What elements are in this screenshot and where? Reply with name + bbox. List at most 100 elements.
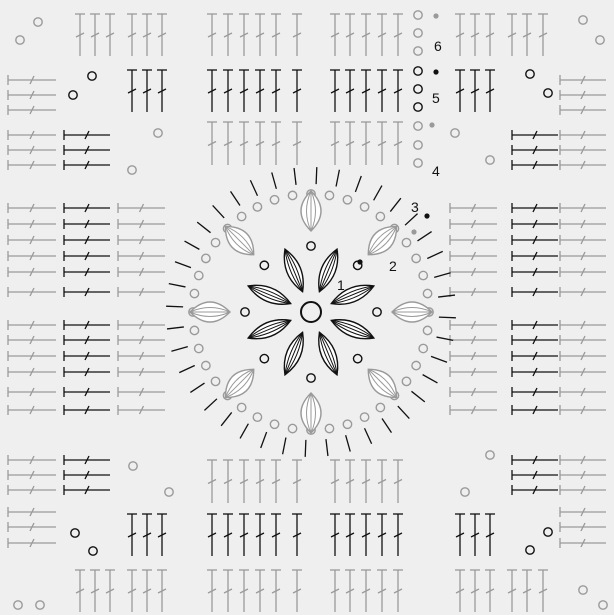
row-number-4: 4: [432, 163, 440, 179]
double-crochet-icon: [485, 70, 495, 112]
double-crochet-icon: [118, 251, 165, 261]
single-crochet-icon: [213, 205, 225, 217]
double-crochet-icon: [157, 514, 167, 556]
chain-icon: [288, 424, 296, 432]
double-crochet-icon: [560, 335, 606, 345]
double-crochet-icon: [522, 570, 532, 612]
double-crochet-icon: [271, 70, 281, 112]
double-crochet-icon: [64, 130, 110, 140]
chain-icon: [423, 326, 431, 334]
double-crochet-icon: [393, 570, 403, 612]
double-crochet-icon: [105, 570, 115, 612]
single-crochet-icon: [169, 284, 186, 287]
double-crochet-icon: [512, 145, 558, 155]
single-crochet-icon: [250, 180, 257, 195]
slip-stitch-icon: [433, 69, 438, 74]
single-crochet-icon: [398, 406, 410, 418]
chain-icon: [414, 67, 422, 75]
double-crochet-icon: [64, 235, 110, 245]
single-crochet-icon: [405, 214, 417, 226]
double-crochet-icon: [8, 160, 56, 170]
double-crochet-icon: [393, 122, 403, 165]
chain-icon: [402, 238, 410, 246]
double-crochet-icon: [8, 470, 56, 480]
double-crochet-icon: [255, 14, 265, 56]
double-crochet-icon: [255, 460, 265, 503]
double-crochet-icon: [157, 70, 167, 112]
double-crochet-icon: [560, 470, 606, 480]
double-crochet-icon: [271, 514, 281, 556]
double-crochet-icon: [118, 287, 165, 297]
double-crochet-icon: [8, 320, 56, 330]
single-crochet-icon: [326, 439, 328, 456]
double-crochet-icon: [470, 514, 480, 556]
double-crochet-icon: [560, 387, 606, 397]
chain-icon: [486, 451, 494, 459]
double-crochet-icon: [450, 251, 497, 261]
chain-icon: [599, 601, 607, 609]
chain-icon: [414, 85, 422, 93]
double-crochet-icon: [90, 14, 100, 56]
single-crochet-icon: [411, 391, 424, 402]
double-crochet-icon: [239, 70, 249, 112]
double-crochet-icon: [450, 335, 497, 345]
double-crochet-icon: [560, 160, 606, 170]
double-crochet-icon: [393, 14, 403, 56]
double-crochet-icon: [512, 335, 558, 345]
chain-icon: [237, 212, 245, 220]
double-crochet-icon: [560, 75, 606, 85]
double-crochet-icon: [64, 203, 110, 213]
double-crochet-icon: [255, 514, 265, 556]
chain-icon: [412, 361, 420, 369]
double-crochet-icon: [560, 485, 606, 495]
double-crochet-icon: [142, 14, 152, 56]
double-crochet-icon: [8, 203, 56, 213]
double-crochet-icon: [223, 570, 233, 612]
double-crochet-icon: [64, 455, 110, 465]
chain-icon: [195, 344, 203, 352]
double-crochet-icon: [560, 455, 606, 465]
chain-icon: [414, 141, 422, 149]
double-crochet-icon: [118, 235, 165, 245]
double-crochet-icon: [223, 70, 233, 112]
double-crochet-icon: [560, 145, 606, 155]
single-crochet-icon: [427, 251, 442, 258]
double-crochet-icon: [64, 145, 110, 155]
double-crochet-icon: [207, 122, 217, 165]
single-crochet-icon: [374, 186, 382, 201]
double-crochet-icon: [512, 160, 558, 170]
double-crochet-icon: [255, 570, 265, 612]
double-crochet-icon: [560, 507, 606, 517]
chain-icon: [241, 308, 249, 316]
chain-icon: [419, 344, 427, 352]
chain-icon: [360, 203, 368, 211]
single-crochet-icon: [171, 347, 187, 352]
single-crochet-icon: [197, 222, 210, 233]
slip-stitch-icon: [411, 229, 416, 234]
double-crochet-icon: [271, 14, 281, 56]
double-crochet-icon: [223, 514, 233, 556]
chain-icon: [288, 191, 296, 199]
double-crochet-icon: [377, 70, 387, 112]
double-crochet-icon: [361, 122, 371, 165]
double-crochet-icon: [207, 514, 217, 556]
double-crochet-icon: [64, 335, 110, 345]
double-crochet-icon: [455, 570, 465, 612]
double-crochet-icon: [207, 460, 217, 503]
slip-stitch-icon: [424, 213, 429, 218]
double-crochet-icon: [64, 160, 110, 170]
single-crochet-icon: [437, 337, 454, 340]
chain-icon: [211, 377, 219, 385]
double-crochet-icon: [512, 235, 558, 245]
double-crochet-icon: [450, 203, 497, 213]
single-crochet-icon: [240, 424, 248, 439]
double-crochet-icon: [64, 470, 110, 480]
bobble-petal-icon: [245, 314, 293, 345]
double-crochet-icon: [239, 122, 249, 165]
single-crochet-icon: [434, 273, 450, 278]
single-crochet-icon: [283, 438, 286, 455]
single-crochet-icon: [294, 168, 296, 185]
chain-icon: [36, 601, 44, 609]
double-crochet-icon: [292, 570, 302, 612]
